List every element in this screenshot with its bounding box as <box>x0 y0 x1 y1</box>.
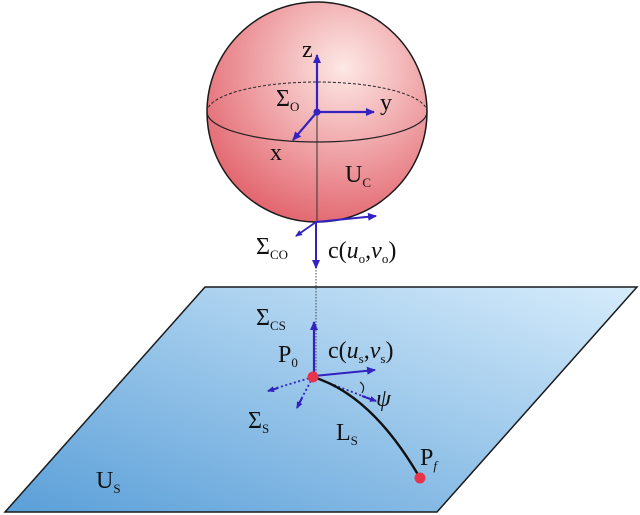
co-side-arrow <box>295 221 317 237</box>
s-axis-arrow-down <box>296 397 303 409</box>
z-axis-label: z <box>302 37 313 63</box>
cs-tangent-arrow <box>313 366 376 377</box>
sphere-center-dot <box>313 108 321 116</box>
angle-psi-label: ψ <box>376 386 392 412</box>
contact-point-surface-label: c(us,vs) <box>328 338 393 366</box>
plane-surface <box>3 286 639 513</box>
final-point <box>414 472 426 484</box>
contact-frame-object-label: ΣCO <box>256 234 288 262</box>
contact-point-object-label: c(uo,vo) <box>328 238 396 266</box>
y-axis-label: y <box>380 90 392 116</box>
path-label: LS <box>336 420 358 448</box>
contact-frame-surface-label: ΣCS <box>256 305 286 333</box>
sphere-surface-label: UC <box>345 162 371 190</box>
start-point <box>307 371 319 383</box>
plane-surface-label: US <box>96 468 121 496</box>
co-tangent-arrow <box>315 212 377 223</box>
x-axis-label: x <box>270 140 282 166</box>
x-axis-arrow <box>292 111 318 141</box>
object-frame-label: ΣO <box>276 86 299 114</box>
final-point-label: Pf <box>420 445 439 473</box>
path-curve <box>312 375 422 479</box>
surface-frame-label: ΣS <box>248 408 269 436</box>
s-axis-arrow-left <box>267 386 279 393</box>
heading-arrow <box>361 395 377 402</box>
angle-arc <box>359 381 365 394</box>
start-point-label: P0 <box>278 342 298 370</box>
